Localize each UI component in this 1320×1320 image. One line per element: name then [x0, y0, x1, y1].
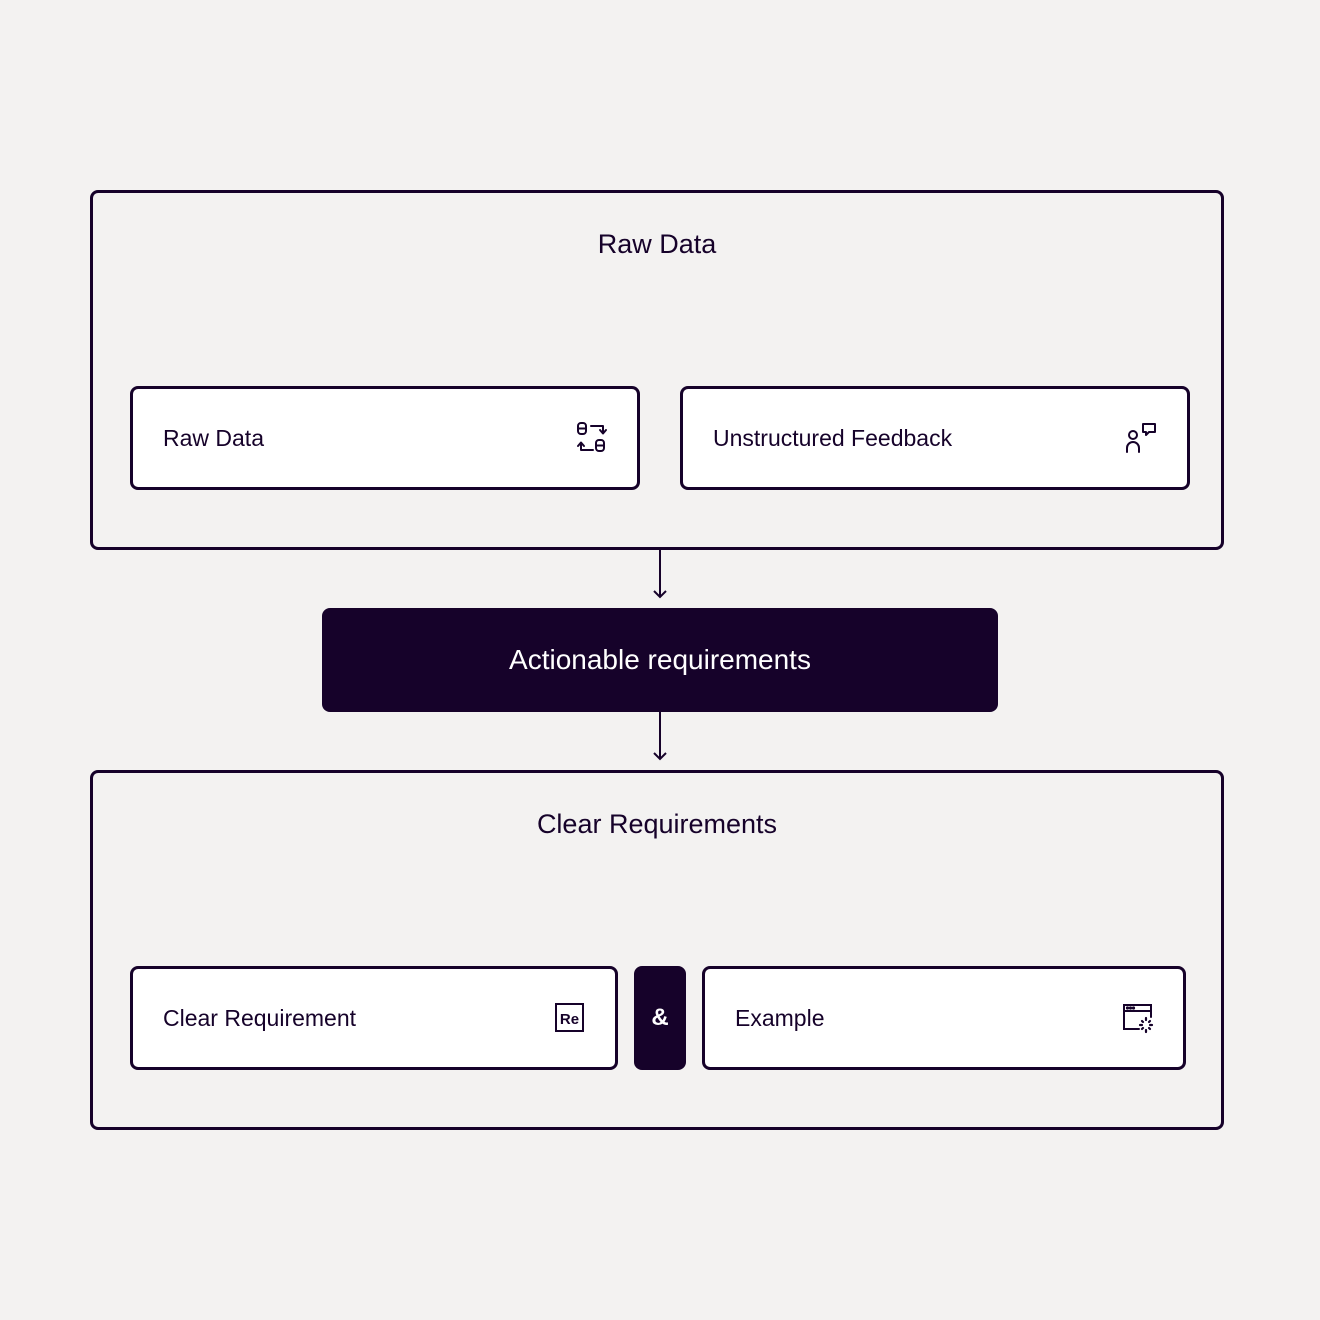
data-transfer-icon: [575, 421, 609, 455]
card-label: Unstructured Feedback: [713, 424, 953, 451]
group-title: Raw Data: [597, 229, 717, 259]
raw-data-group: Raw Data Raw Data Unstructured Feedback: [90, 190, 1224, 550]
group-title: Clear Requirements: [536, 809, 778, 839]
example-card: Example: [702, 966, 1186, 1070]
clear-requirement-card: Clear Requirement Re: [130, 966, 618, 1070]
process-label: Actionable requirements: [509, 644, 811, 675]
user-feedback-icon: [1125, 421, 1159, 455]
actionable-requirements-box: Actionable requirements: [322, 608, 998, 712]
down-arrow-icon: [653, 550, 667, 599]
requirement-doc-icon: Re: [553, 1001, 587, 1035]
clear-requirements-group: Clear Requirements Clear Requirement Re …: [90, 770, 1224, 1130]
raw-data-card: Raw Data: [130, 386, 640, 490]
joiner-label: &: [651, 1004, 669, 1031]
card-label: Example: [735, 1004, 825, 1031]
icon-text: Re: [560, 1011, 579, 1028]
unstructured-feedback-card: Unstructured Feedback: [680, 386, 1190, 490]
card-label: Raw Data: [163, 424, 264, 451]
down-arrow-icon: [653, 712, 667, 761]
browser-window-icon: [1121, 1001, 1155, 1035]
card-label: Clear Requirement: [163, 1004, 357, 1031]
and-joiner: &: [634, 966, 686, 1070]
